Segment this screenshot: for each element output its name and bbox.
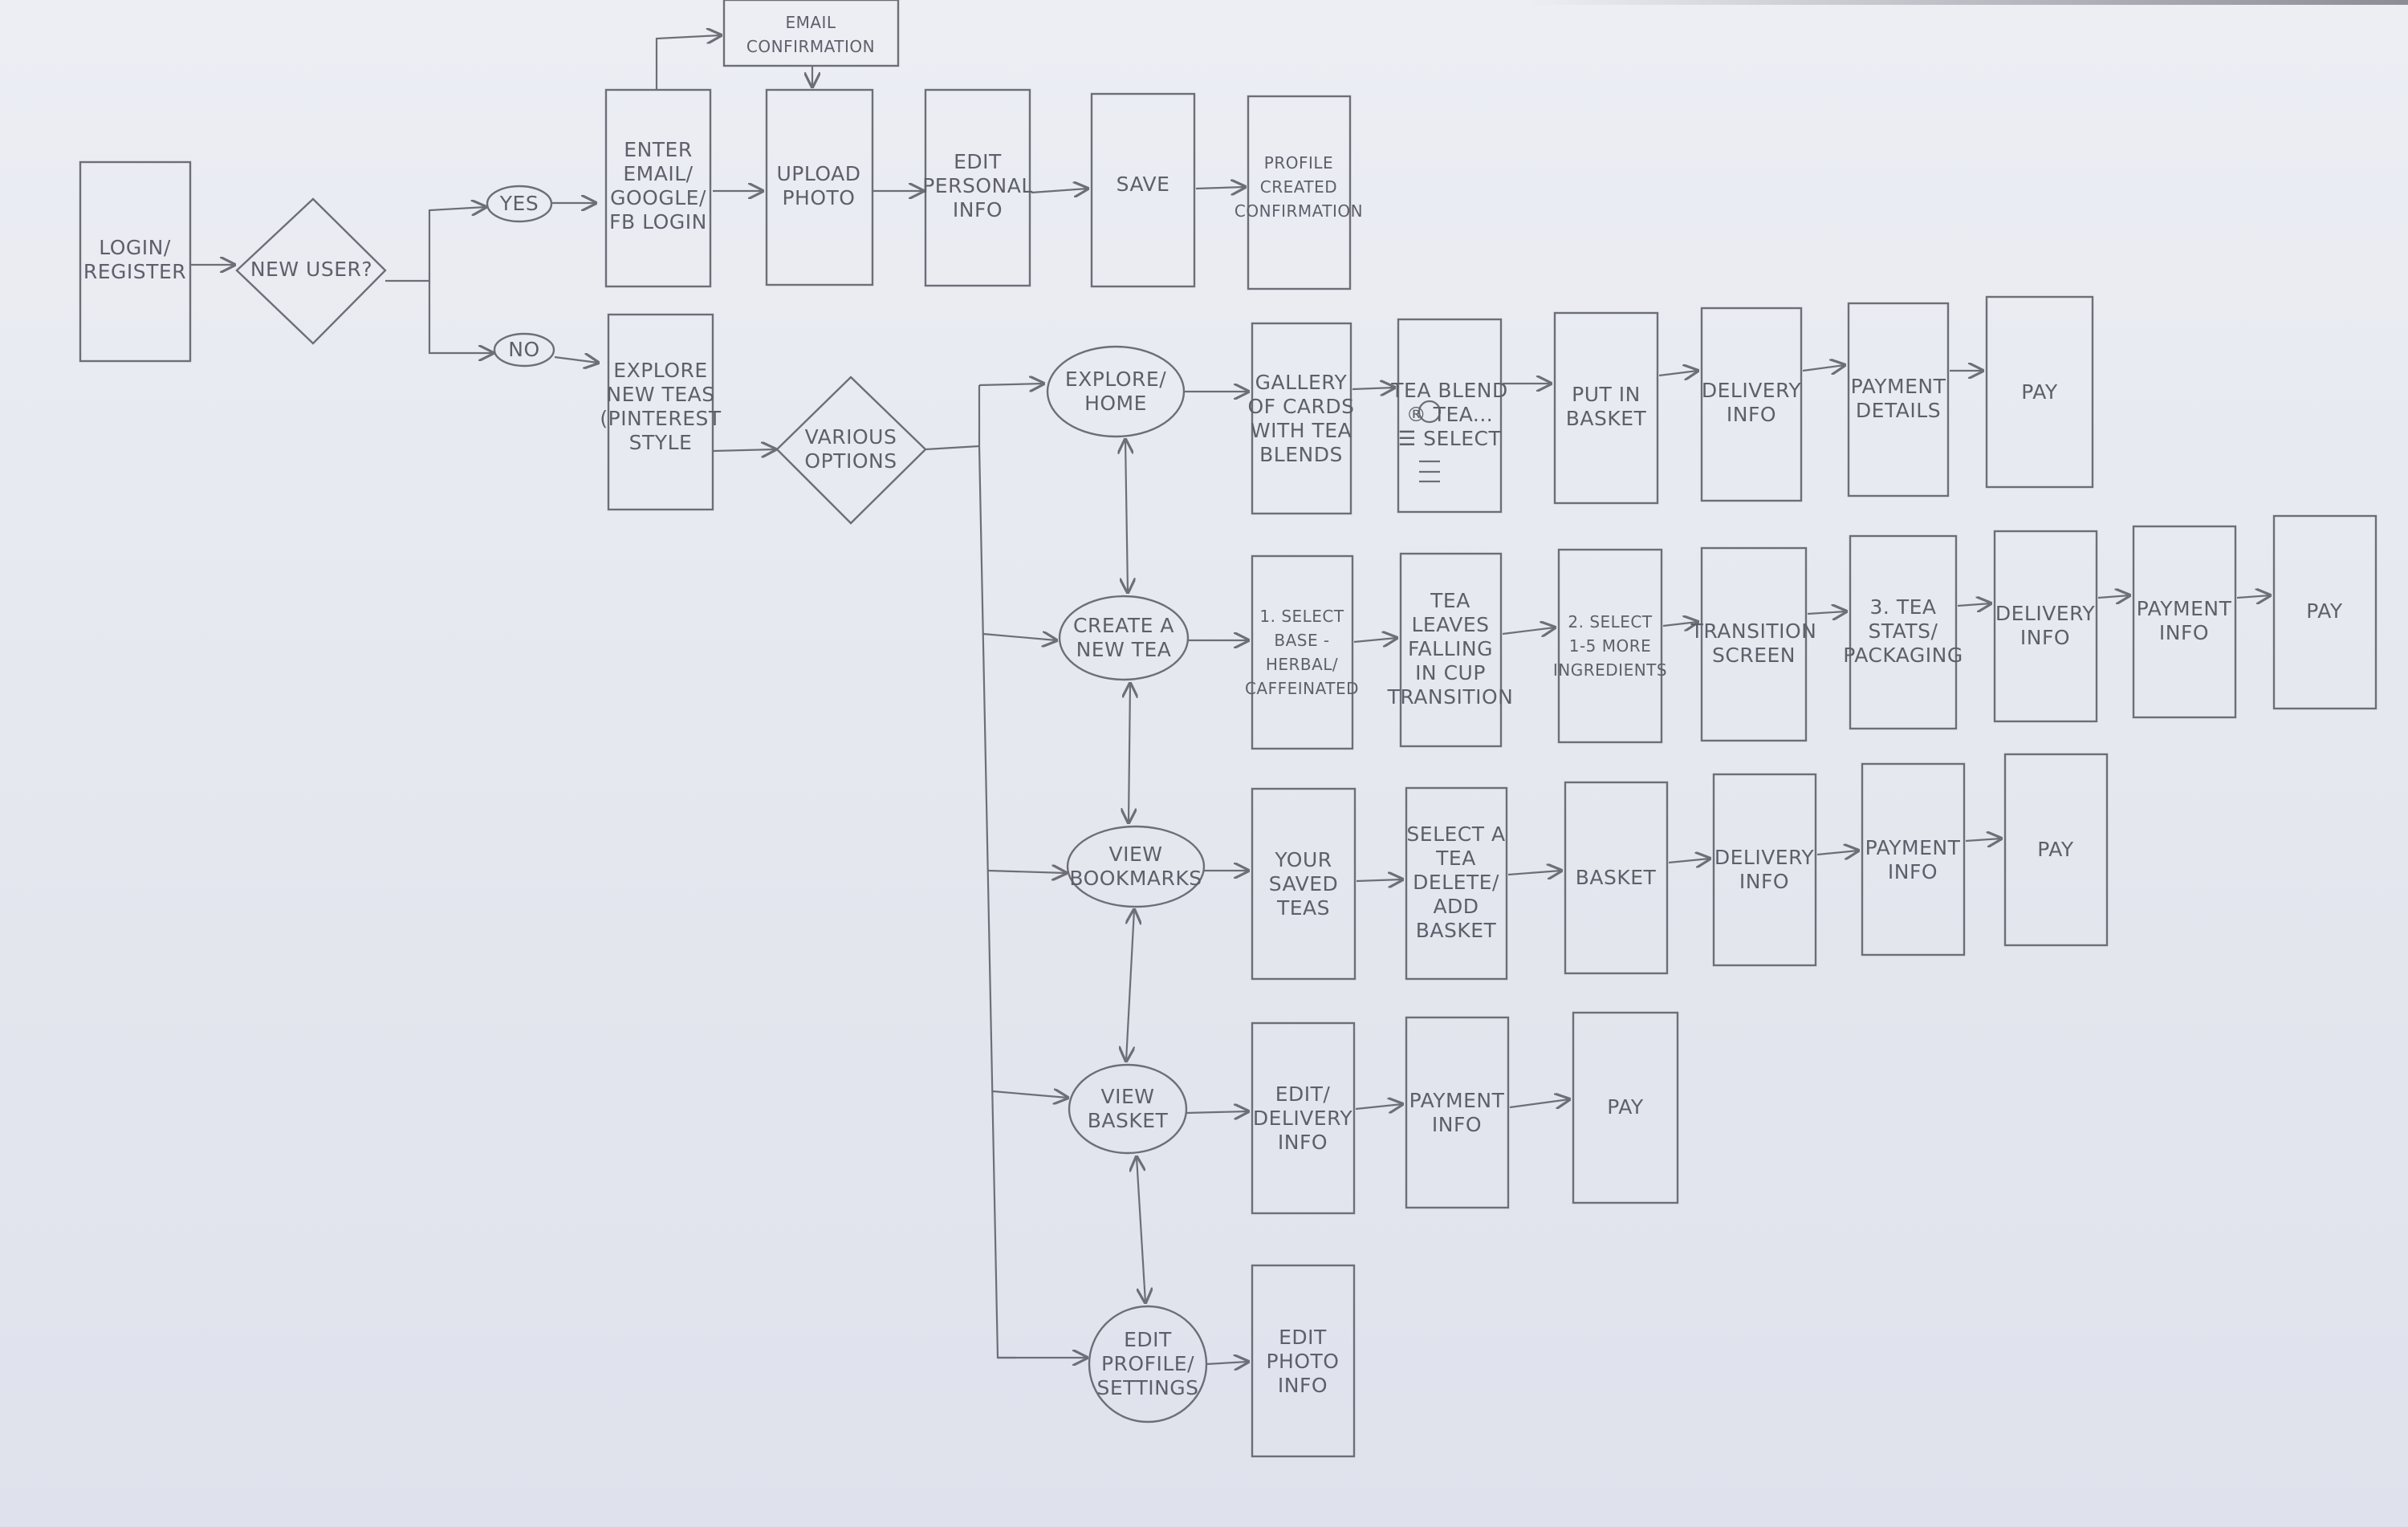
create-pay-box	[2272, 514, 2377, 710]
paper-edge-shadow	[1525, 0, 2408, 5]
explore-home-label: EXPLORE/HOME	[1065, 368, 1166, 415]
enter-email-box	[604, 88, 712, 288]
login-label: LOGIN/REGISTER	[83, 236, 186, 283]
basket-pay-box	[1572, 1011, 1679, 1204]
save-label: SAVE	[1117, 173, 1170, 196]
explore-payment-box	[1847, 302, 1950, 497]
shapes	[79, 0, 2377, 1458]
select-more-box	[1557, 548, 1663, 744]
edit-personal-box	[924, 88, 1031, 287]
email-confirmation-box	[722, 0, 900, 67]
create-delivery-box	[1993, 530, 2098, 723]
bookmarks-payment-box	[1861, 762, 1966, 956]
edit-delivery-box	[1251, 1021, 1356, 1215]
bookmarks-pay-box	[2003, 753, 2109, 947]
various-options-decision	[775, 376, 927, 525]
edit-photo-box	[1251, 1264, 1356, 1458]
explore-pay-box	[1985, 295, 2094, 489]
gallery-box	[1251, 322, 1352, 515]
select-tea-box	[1405, 786, 1508, 981]
tea-blend-label: TEA BLEND® TEA...☰ SELECT	[1390, 379, 1507, 450]
no-label: NO	[508, 338, 539, 361]
create-new-tea-oval	[1058, 595, 1190, 681]
saved-teas-box	[1251, 787, 1357, 981]
basket-box	[1564, 781, 1669, 975]
basket-pay-label: PAY	[1607, 1095, 1644, 1119]
tea-blend-box	[1397, 318, 1503, 514]
upload-photo-box	[765, 88, 874, 286]
no-oval	[493, 332, 555, 368]
new-user-label: NEW USER?	[250, 258, 372, 281]
tea-blend-badge-icon	[1418, 400, 1442, 424]
new-user-decision	[235, 197, 387, 345]
create-pay-label: PAY	[2306, 599, 2343, 623]
explore-new-teas-box	[607, 313, 714, 511]
create-payment-box	[2132, 525, 2237, 719]
explore-delivery-box	[1700, 307, 1803, 502]
basket-payment-box	[1405, 1016, 1510, 1209]
tea-leaves-box	[1399, 552, 1503, 748]
connectors	[190, 35, 2270, 1364]
yes-label: YES	[499, 192, 539, 215]
tea-stats-box	[1849, 534, 1958, 730]
select-base-box	[1251, 554, 1354, 750]
login-screen-box	[79, 160, 192, 363]
tea-blend-list-icon	[1419, 460, 1440, 483]
basket-label: BASKET	[1576, 866, 1657, 889]
view-basket-oval	[1068, 1063, 1188, 1155]
save-box	[1090, 92, 1196, 288]
bookmarks-pay-label: PAY	[2037, 838, 2074, 861]
put-in-basket-box	[1553, 311, 1659, 505]
bookmarks-delivery-box	[1712, 773, 1817, 967]
explore-pay-label: PAY	[2021, 380, 2058, 404]
profile-created-box	[1247, 95, 1352, 290]
transition-screen-box	[1700, 546, 1808, 742]
